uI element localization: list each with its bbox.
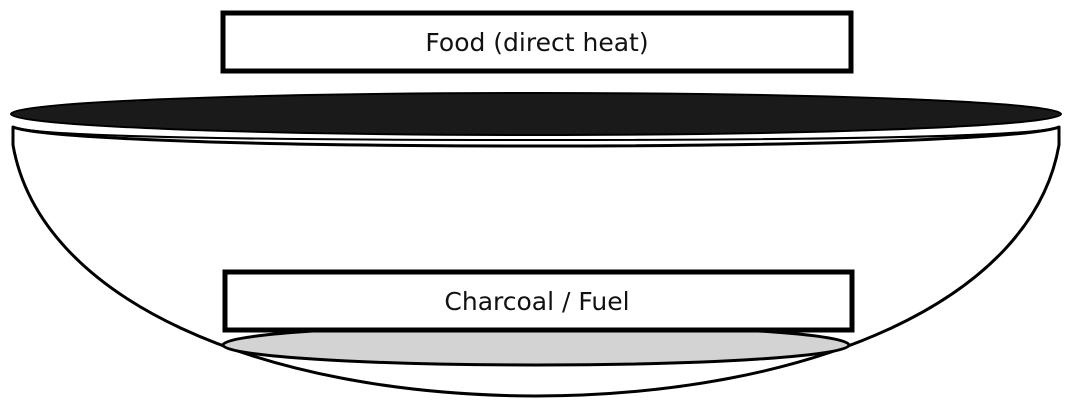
grill-grate: [10, 92, 1062, 136]
food-label-box: [220, 10, 854, 74]
grill-bowl-rim: [12, 126, 1060, 142]
fuel-label-box: [222, 269, 855, 333]
food-label: Food (direct heat): [425, 28, 648, 57]
fuel-label: Charcoal / Fuel: [444, 287, 629, 316]
